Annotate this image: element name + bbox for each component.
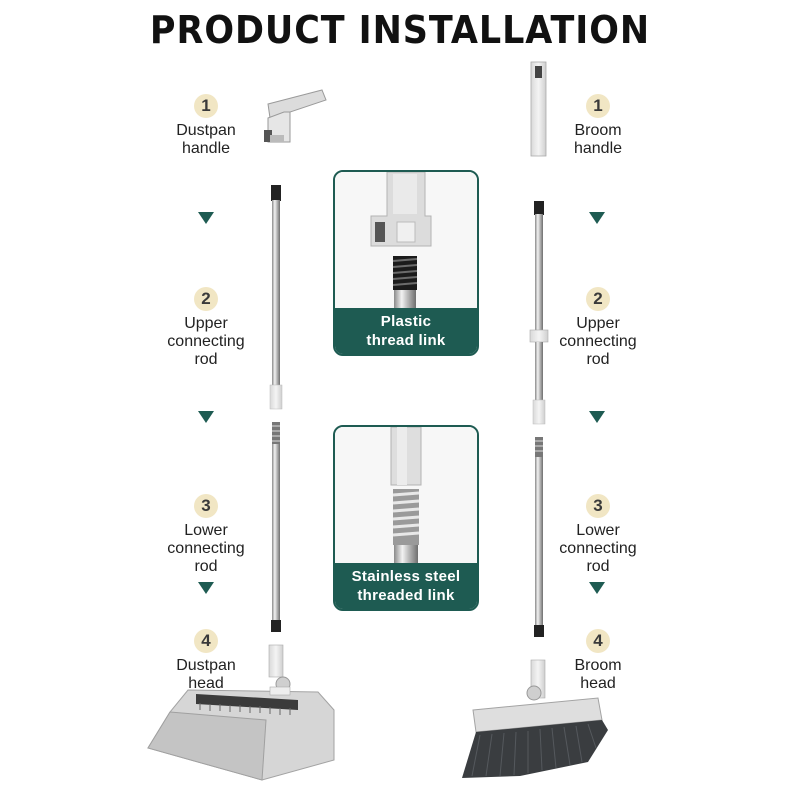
step-number-badge: 3 [586,494,610,518]
right-step-2: 2 Upper connecting rod [533,287,663,369]
plastic-thread-link-callout: Plastic thread link [333,170,479,356]
left-step-4: 4 Dustpan head [141,629,271,693]
right-lower-rod-image [534,437,544,637]
step-label: Upper connecting rod [559,315,637,368]
left-step-1: 1 Dustpan handle [141,94,271,158]
dustpan-handle-image [264,89,327,143]
down-arrow-icon [198,582,214,594]
step-label: Dustpan head [176,657,236,692]
callout-caption: Plastic thread link [335,308,477,354]
down-arrow-icon [589,411,605,423]
down-arrow-icon [198,212,214,224]
step-number-badge: 2 [586,287,610,311]
left-upper-rod-image [269,185,283,410]
step-number-badge: 4 [194,629,218,653]
step-label: Upper connecting rod [167,315,245,368]
down-arrow-icon [589,582,605,594]
step-number-badge: 3 [194,494,218,518]
plastic-thread-link-image [335,172,477,308]
step-label: Broom head [574,657,622,692]
left-step-2: 2 Upper connecting rod [141,287,271,369]
stainless-steel-threaded-link-callout: Stainless steel threaded link [333,425,479,611]
step-number-badge: 2 [194,287,218,311]
step-number-badge: 4 [586,629,610,653]
right-upper-rod-image [529,201,549,425]
down-arrow-icon [589,212,605,224]
step-label: Lower connecting rod [559,522,637,575]
left-step-3: 3 Lower connecting rod [141,494,271,576]
step-label: Broom handle [573,122,623,157]
step-label: Dustpan handle [176,122,236,157]
page-title: PRODUCT INSTALLATION [149,8,651,52]
right-step-4: 4 Broom head [533,629,663,693]
broom-handle-image [530,61,547,157]
down-arrow-icon [198,411,214,423]
dustpan-head-image [147,644,335,781]
step-number-badge: 1 [586,94,610,118]
step-label: Lower connecting rod [167,522,245,575]
step-number-badge: 1 [194,94,218,118]
stainless-steel-threaded-link-image [335,427,477,563]
broom-head-image [462,659,608,778]
callout-caption: Stainless steel threaded link [335,563,477,609]
right-step-1: 1 Broom handle [533,94,663,158]
right-step-3: 3 Lower connecting rod [533,494,663,576]
left-lower-rod-image [271,422,281,632]
